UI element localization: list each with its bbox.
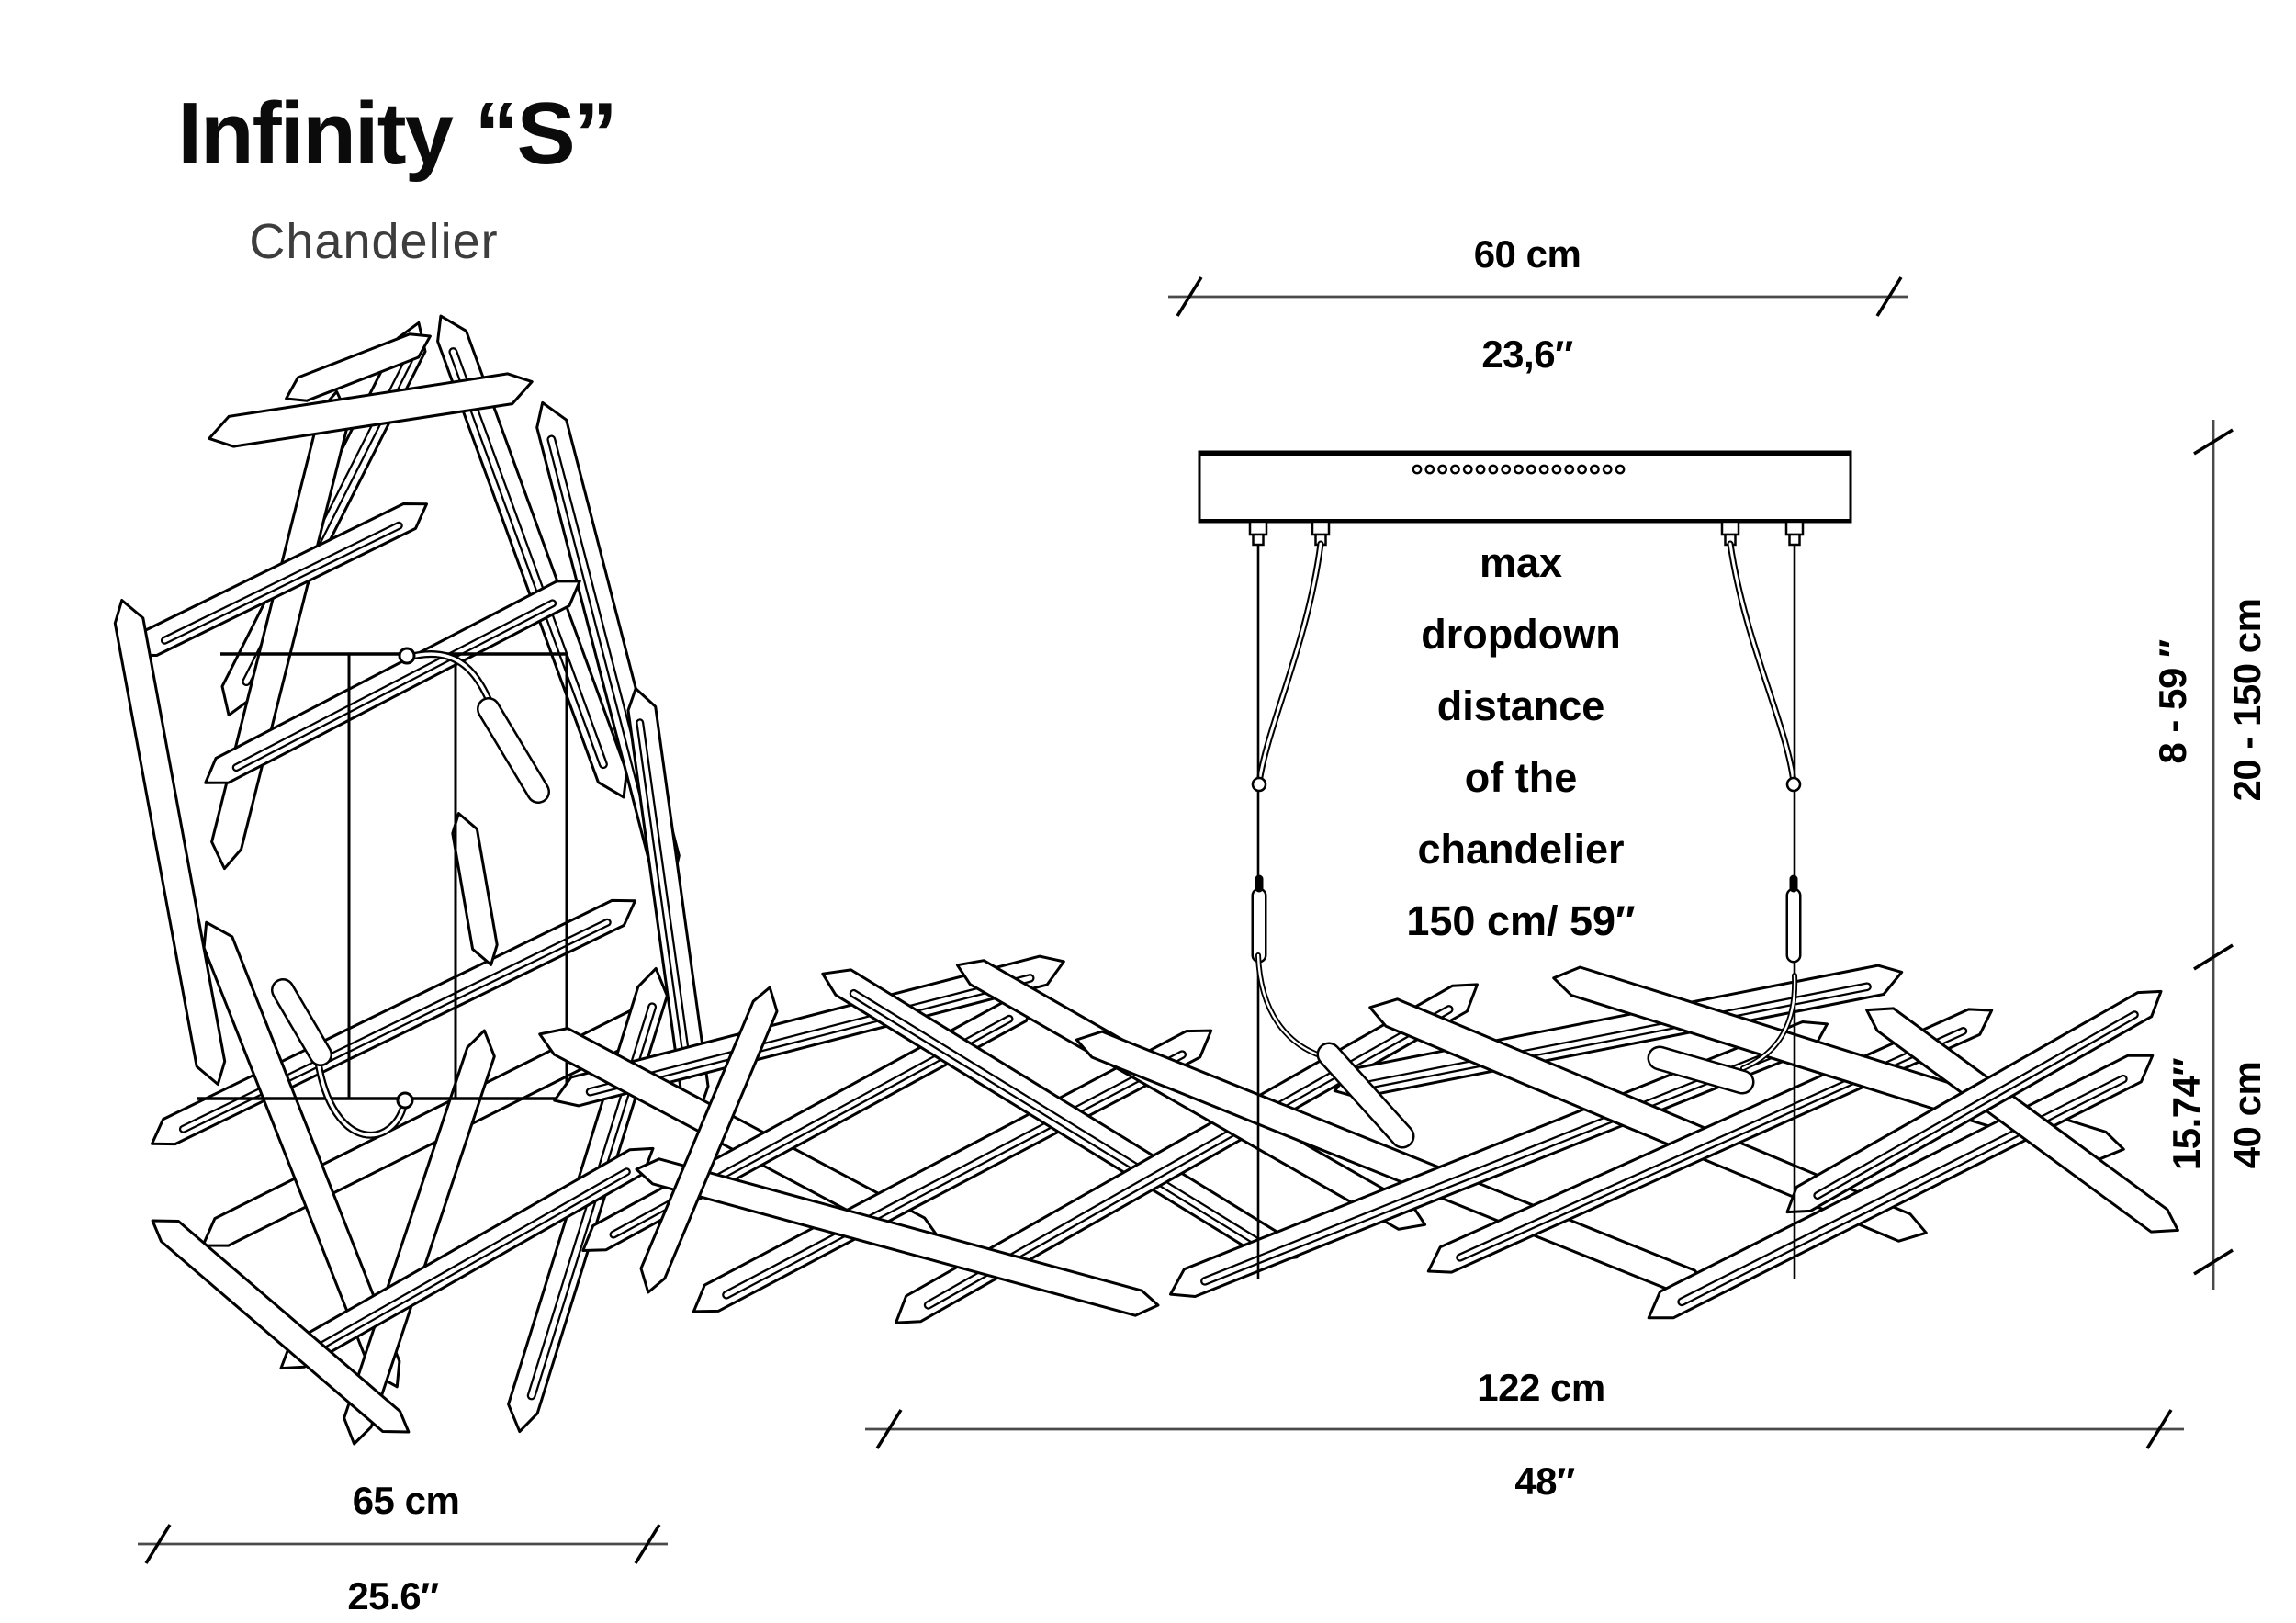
drop-range-in-label: 8 - 59 ″ xyxy=(2151,639,2194,764)
max-dropdown-note: max dropdown distance of the chandelier … xyxy=(1406,539,1636,944)
product-title: Infinity “S” xyxy=(177,85,617,183)
top-view-drawing xyxy=(113,314,710,1446)
product-subtitle: Chandelier xyxy=(249,214,499,269)
body-height-in-label: 15.74″ xyxy=(2165,1057,2208,1171)
top-view-width-in-label: 25.6″ xyxy=(347,1574,439,1617)
canopy-width-cm-label: 60 cm xyxy=(1473,232,1581,276)
body-width-cm-label: 122 cm xyxy=(1477,1366,1605,1409)
drop-range-cm-label: 20 - 150 cm xyxy=(2225,598,2268,802)
top-view-width-cm-label: 65 cm xyxy=(352,1479,460,1522)
dimension-lines xyxy=(138,276,2234,1564)
body-width-in-label: 48″ xyxy=(1514,1460,1575,1503)
canopy-width-in-label: 23,6″ xyxy=(1481,332,1573,376)
body-height-cm-label: 40 cm xyxy=(2225,1061,2268,1169)
side-view-drawing xyxy=(538,450,2179,1324)
